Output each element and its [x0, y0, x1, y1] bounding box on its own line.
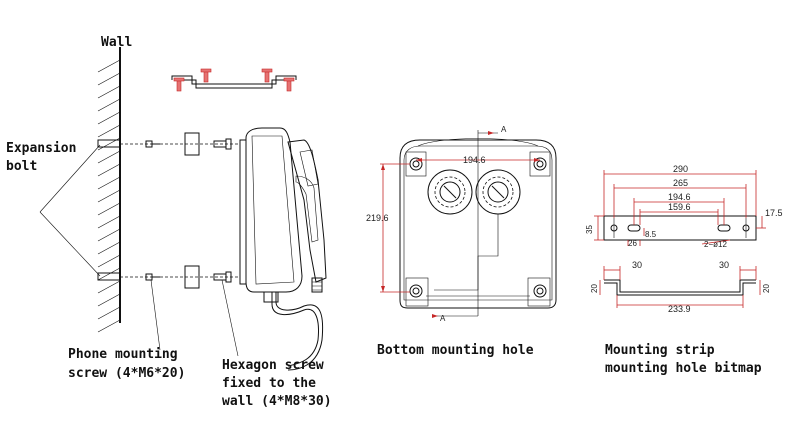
dim-26: 26 [628, 239, 637, 248]
wall-hatch-line [97, 228, 121, 242]
expansion-bolt-top [97, 139, 121, 148]
phone-screw-top [145, 140, 160, 148]
wall [97, 47, 121, 333]
dim-219-6: 219.6 [366, 213, 389, 223]
wall-hatch-line [97, 98, 121, 112]
expansion-bolt-label-1: Expansion [6, 141, 76, 156]
bottom-hole-caption: Bottom mounting hole [377, 343, 534, 358]
section-a-top: A [501, 125, 507, 134]
wall-hatch-line [97, 85, 121, 99]
hex-screw-leader [221, 279, 239, 357]
strip-caption-1: Mounting strip [605, 343, 715, 358]
hex-screw-label-3: wall (4*M8*30) [222, 394, 332, 409]
phone-screw-bottom [145, 273, 160, 281]
wall-hatch-line [97, 319, 121, 333]
wall-hatch-line [97, 124, 121, 138]
wall-hatch-line [97, 111, 121, 125]
strip-caption-2: mounting hole bitmap [605, 361, 762, 376]
phone-side-view [239, 127, 327, 371]
round-module-left [427, 169, 473, 215]
wall-hatch-line [97, 306, 121, 320]
wall-hatch-line [97, 293, 121, 307]
wall-hatch-line [97, 59, 121, 73]
wall-hatch-line [97, 267, 121, 281]
dim-17-5: 17.5 [765, 208, 783, 218]
dim-30-left: 30 [632, 260, 642, 270]
expansion-bolt-label-2: bolt [6, 159, 37, 174]
wall-hatch-line [97, 241, 121, 255]
wall-hatch-line [97, 189, 121, 203]
phone-screw-leader [150, 279, 161, 351]
spacer-bottom [184, 265, 200, 289]
dim-265: 265 [673, 178, 688, 188]
dim-194-6: 194.6 [463, 155, 486, 165]
dim-8-5: 8.5 [645, 230, 657, 239]
phone-screw-label-2: screw (4*M6*20) [68, 366, 185, 381]
corner-holes [405, 151, 551, 307]
expansion-bolt-bottom [97, 272, 121, 281]
bottom-view: A A 194.6 219.6 [366, 125, 557, 323]
wall-hatch-line [97, 254, 121, 268]
section-a-bottom: A [440, 314, 446, 323]
wall-hatch-line [97, 202, 121, 216]
round-module-right [475, 169, 521, 215]
dim-20-right: 20 [762, 284, 771, 293]
dim-strip-194-6: 194.6 [668, 192, 691, 202]
expansion-bolt-leader [39, 144, 101, 277]
dim-233-9: 233.9 [668, 304, 691, 314]
phone-screw-label-1: Phone mounting [68, 347, 178, 362]
wall-label: Wall [101, 35, 132, 50]
hex-screw-label-1: Hexagon screw [222, 358, 324, 373]
mounting-strip-side-icon [171, 68, 297, 92]
wall-hatch-line [97, 215, 121, 229]
dim-290: 290 [673, 164, 688, 174]
wall-hatch-line [97, 72, 121, 86]
hex-screw-bottom [213, 271, 232, 283]
dim-30-right: 30 [719, 260, 729, 270]
dim-hole: 2−ø12 [704, 240, 727, 249]
wall-hatch-line [97, 280, 121, 294]
dim-20-left: 20 [590, 284, 599, 293]
strip-side-view: 30 30 20 20 233.9 [590, 260, 771, 314]
dim-35: 35 [585, 225, 594, 234]
spacer-top [184, 132, 200, 156]
wall-hatch-line [97, 163, 121, 177]
wall-hatch-line [97, 150, 121, 164]
hex-screw-label-2: fixed to the [222, 376, 316, 391]
hex-screw-top [213, 138, 232, 150]
dim-159-6: 159.6 [668, 202, 691, 212]
strip-top-view: 290 265 194.6 159.6 35 17.5 8.5 26 2−ø [585, 164, 783, 249]
wall-hatch-line [97, 176, 121, 190]
